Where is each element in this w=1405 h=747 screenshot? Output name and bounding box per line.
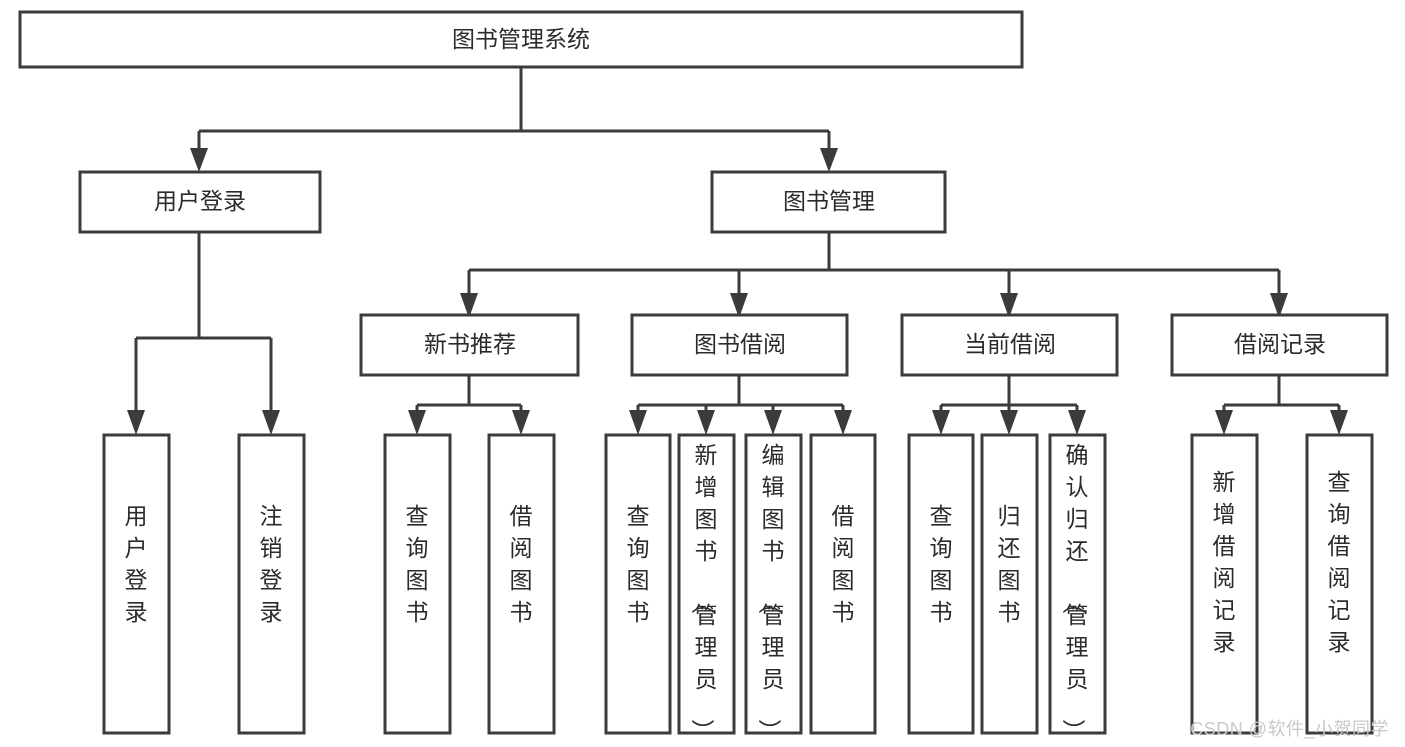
leaf-borrow-book-1-box xyxy=(487,433,556,735)
leaf-edit-book[interactable]: 编辑图书（管理员） xyxy=(744,433,803,742)
leaf-query-book-3[interactable]: 查询图书 xyxy=(907,433,975,735)
leaf-return-book-label: 归还图书 xyxy=(998,503,1021,625)
leaf-borrow-book-2-box xyxy=(809,433,877,735)
leaf-query-book-2[interactable]: 查询图书 xyxy=(604,433,672,735)
leaf-borrow-book-1-label: 借阅图书 xyxy=(510,503,533,625)
node-new-book-label: 新书推荐 xyxy=(424,331,516,357)
leaf-query-record[interactable]: 查询借阅记录 xyxy=(1305,433,1374,735)
node-book-borrow-box xyxy=(630,313,849,377)
leaf-user-login-box xyxy=(102,433,171,735)
leaf-edit-book-box xyxy=(744,433,803,735)
leaf-query-book-1[interactable]: 查询图书 xyxy=(383,433,452,735)
leaf-query-book-2-box xyxy=(604,433,672,735)
leaf-add-book-box xyxy=(677,433,736,735)
node-current-borrow[interactable]: 当前借阅 xyxy=(900,313,1119,377)
arrowhead-leaf-add-record xyxy=(1215,410,1233,435)
node-book-borrow-label: 图书借阅 xyxy=(694,331,786,357)
csdn-watermark: CSDN @软件_小贺同学 xyxy=(1190,719,1389,739)
arrowhead-new-book xyxy=(460,293,478,318)
leaf-logout[interactable]: 注销登录 xyxy=(237,433,306,735)
leaf-query-record-label: 查询借阅记录 xyxy=(1328,469,1351,655)
arrowhead-leaf-return-book xyxy=(1000,410,1018,435)
arrowhead-leaf-edit-book xyxy=(764,410,782,435)
node-new-book-box xyxy=(359,313,580,377)
arrowhead-leaf-add-book xyxy=(697,410,715,435)
arrowhead-user-login xyxy=(190,148,208,172)
leaf-add-book-label: 新增图书（管理员） xyxy=(690,442,718,742)
node-borrow-record[interactable]: 借阅记录 xyxy=(1170,313,1389,377)
leaf-confirm-return[interactable]: 确认归还（管理员） xyxy=(1048,433,1107,742)
arrowhead-leaf-query-book-1 xyxy=(408,410,426,435)
leaf-confirm-return-label: 确认归还（管理员） xyxy=(1061,442,1089,742)
leaf-borrow-book-2[interactable]: 借阅图书 xyxy=(809,433,877,735)
leaf-query-book-2-label: 查询图书 xyxy=(627,503,650,625)
node-user-login-box xyxy=(78,170,322,234)
leaf-confirm-return-box xyxy=(1048,433,1107,735)
leaf-query-book-3-box xyxy=(907,433,975,735)
leaf-user-login[interactable]: 用户登录 xyxy=(102,433,171,735)
node-current-borrow-label: 当前借阅 xyxy=(964,331,1056,357)
node-borrow-record-box xyxy=(1170,313,1389,377)
node-root-box xyxy=(18,10,1024,69)
node-user-login-label: 用户登录 xyxy=(154,188,246,214)
leaf-return-book[interactable]: 归还图书 xyxy=(980,433,1039,735)
leaf-add-record[interactable]: 新增借阅记录 xyxy=(1190,433,1259,735)
arrowhead-leaf-query-book-3 xyxy=(932,410,950,435)
node-book-borrow[interactable]: 图书借阅 xyxy=(630,313,849,377)
leaf-borrow-book-2-label: 借阅图书 xyxy=(832,503,855,625)
arrowhead-leaf-confirm-return xyxy=(1068,410,1086,435)
arrowhead-leaf-query-record xyxy=(1330,410,1348,435)
arrowhead-book-manage xyxy=(820,148,838,172)
node-borrow-record-label: 借阅记录 xyxy=(1234,331,1326,357)
leaf-query-book-1-label: 查询图书 xyxy=(406,503,429,625)
arrowhead-leaf-logout xyxy=(262,410,280,435)
leaf-borrow-book-1[interactable]: 借阅图书 xyxy=(487,433,556,735)
leaf-logout-label: 注销登录 xyxy=(260,503,283,625)
node-root-label: 图书管理系统 xyxy=(452,26,590,52)
leaf-add-book[interactable]: 新增图书（管理员） xyxy=(677,433,736,742)
node-book-manage-box xyxy=(710,170,947,234)
arrowhead-leaf-borrow-book-1 xyxy=(512,410,530,435)
leaf-add-record-label: 新增借阅记录 xyxy=(1213,469,1236,655)
node-current-borrow-box xyxy=(900,313,1119,377)
arrowhead-current-borrow xyxy=(1000,293,1018,318)
leaf-query-book-1-box xyxy=(383,433,452,735)
node-book-manage[interactable]: 图书管理 xyxy=(710,170,947,234)
leaf-logout-box xyxy=(237,433,306,735)
arrowhead-leaf-borrow-book-2 xyxy=(834,410,852,435)
node-new-book[interactable]: 新书推荐 xyxy=(359,313,580,377)
leaf-add-record-box xyxy=(1190,433,1259,735)
arrowhead-book-borrow xyxy=(730,293,748,318)
node-book-manage-label: 图书管理 xyxy=(783,188,875,214)
node-root[interactable]: 图书管理系统 xyxy=(18,10,1024,69)
leaf-edit-book-label: 编辑图书（管理员） xyxy=(757,442,785,742)
arrowhead-borrow-record xyxy=(1270,293,1288,318)
leaf-return-book-box xyxy=(980,433,1039,735)
arrowhead-leaf-query-book-2 xyxy=(629,410,647,435)
arrowhead-leaf-user-login xyxy=(127,410,145,435)
node-user-login[interactable]: 用户登录 xyxy=(78,170,322,234)
leaf-user-login-label: 用户登录 xyxy=(125,503,148,625)
leaf-query-book-3-label: 查询图书 xyxy=(930,503,953,625)
leaf-query-record-box xyxy=(1305,433,1374,735)
connector-layer xyxy=(127,67,1348,435)
